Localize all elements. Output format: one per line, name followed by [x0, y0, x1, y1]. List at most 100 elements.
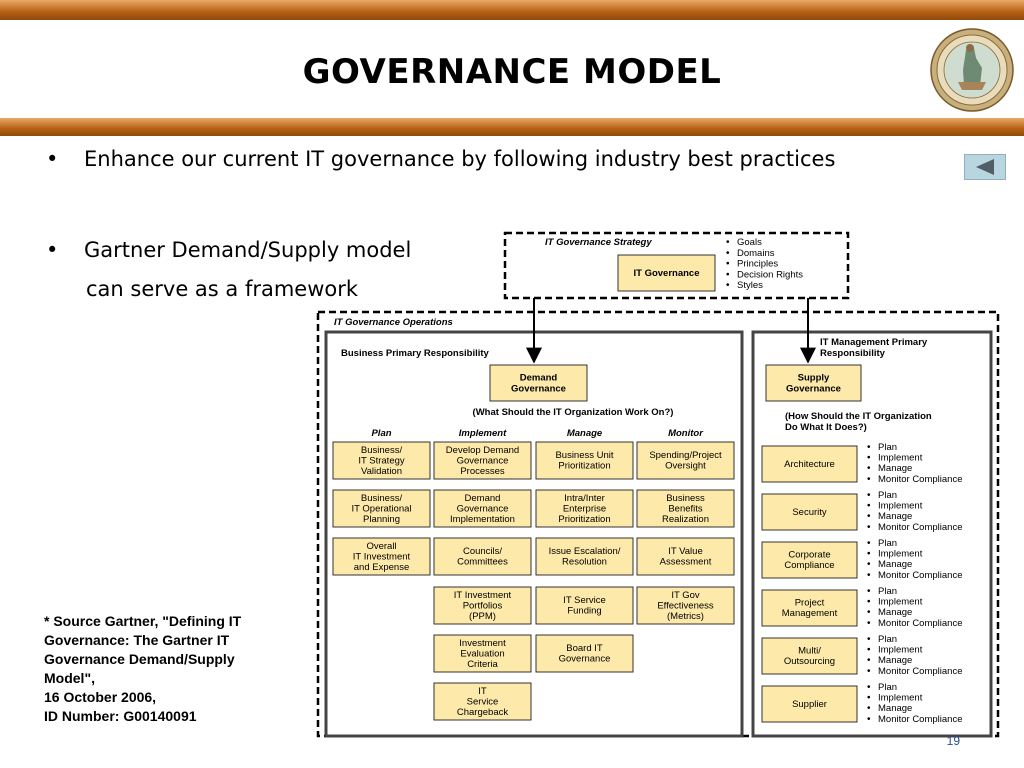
- activity-box-label: Business/: [361, 493, 403, 504]
- activity-box-label: Realization: [662, 514, 709, 525]
- domain-list-item: Implement: [878, 549, 923, 560]
- top-decor-bar: [0, 0, 1024, 20]
- domain-box-label: Outsourcing: [784, 656, 835, 667]
- domain-list-bullet: •: [867, 538, 871, 549]
- activity-box-label: Implementation: [450, 514, 515, 525]
- bullet-item: • Enhance our current IT governance by f…: [46, 144, 954, 174]
- domain-box: [761, 445, 858, 483]
- strategy-title: IT Governance Strategy: [545, 237, 652, 248]
- activity-box-label: IT Service: [563, 595, 606, 606]
- bullet-item: • Gartner Demand/Supply model: [46, 235, 544, 265]
- activity-box-label: IT Strategy: [358, 455, 405, 466]
- domain-list-item: Manage: [878, 655, 912, 666]
- domain-list-bullet: •: [867, 682, 871, 693]
- domain-box-label: Supplier: [792, 699, 827, 710]
- domain-box-label: Project: [795, 598, 825, 609]
- domain-box-label: Management: [782, 608, 838, 619]
- domain-box-label: Corporate: [788, 550, 830, 561]
- domain-box: [761, 637, 858, 675]
- activity-box-label: Assessment: [660, 557, 712, 568]
- domain-box: [761, 685, 858, 723]
- domain-box-label: Security: [792, 507, 827, 518]
- strategy-list-bullet: •: [726, 237, 730, 248]
- strategy-list-item: Goals: [737, 237, 762, 248]
- source-line: * Source Gartner, "Defining IT: [44, 613, 242, 629]
- domain-list-bullet: •: [867, 453, 871, 464]
- back-button[interactable]: [964, 154, 1006, 180]
- activity-box-label: Councils/: [463, 546, 502, 557]
- domain-list-bullet: •: [867, 586, 871, 597]
- domain-box-label: Multi/: [798, 646, 821, 657]
- domain-box-label: Compliance: [784, 560, 834, 571]
- activity-box: [535, 634, 634, 673]
- activity-box-label: Oversight: [665, 461, 706, 472]
- operations-title: IT Governance Operations: [334, 317, 453, 328]
- activity-box: [636, 537, 735, 576]
- activity-box-label: Chargeback: [457, 707, 508, 718]
- bullet-continuation: can serve as a framework: [86, 277, 359, 301]
- strategy-list-bullet: •: [726, 259, 730, 270]
- domain-list-bullet: •: [867, 655, 871, 666]
- domain-list-item: Plan: [878, 586, 897, 597]
- activity-box: [433, 682, 532, 721]
- activity-box-label: Benefits: [668, 503, 703, 514]
- domain-list-bullet: •: [867, 570, 871, 581]
- domain-box: [761, 541, 858, 579]
- domain-list-item: Implement: [878, 453, 923, 464]
- strategy-list-item: Styles: [737, 280, 763, 291]
- source-note: * Source Gartner, "Defining IT Governanc…: [44, 612, 314, 726]
- bullet-text: Gartner Demand/Supply model: [84, 238, 412, 262]
- activity-box-label: Investment: [459, 638, 506, 649]
- strategy-list-bullet: •: [726, 269, 730, 280]
- activity-box-label: IT Investment: [454, 590, 512, 601]
- it-governance-box-label: IT Governance: [634, 268, 700, 279]
- activity-box-label: IT Investment: [353, 551, 411, 562]
- domain-list-item: Manage: [878, 511, 912, 522]
- activity-box-label: Board IT: [566, 643, 603, 654]
- column-header: Plan: [371, 428, 391, 439]
- activity-box: [433, 634, 532, 673]
- domain-list-bullet: •: [867, 442, 871, 453]
- activity-box-label: Governance: [559, 654, 611, 665]
- activity-box-label: IT Gov: [671, 590, 700, 601]
- strategy-list-bullet: •: [726, 280, 730, 291]
- domain-list-item: Plan: [878, 538, 897, 549]
- activity-box-label: IT Operational: [351, 503, 411, 514]
- activity-box-label: Enterprise: [563, 503, 606, 514]
- activity-box-label: Demand: [465, 493, 501, 504]
- domain-list-bullet: •: [867, 463, 871, 474]
- activity-box-label: Prioritization: [558, 461, 610, 472]
- domain-list-item: Manage: [878, 607, 912, 618]
- activity-box-label: Effectiveness: [657, 600, 714, 611]
- header-decor-bar: [0, 118, 1024, 136]
- domain-list-bullet: •: [867, 511, 871, 522]
- source-line: Model",: [44, 670, 95, 686]
- strategy-list-item: Decision Rights: [737, 269, 803, 280]
- domain-list-item: Manage: [878, 463, 912, 474]
- column-header: Manage: [567, 428, 603, 439]
- activity-box: [332, 489, 431, 528]
- activity-box: [332, 441, 431, 480]
- domain-list-bullet: •: [867, 474, 871, 485]
- activity-box-label: Planning: [363, 514, 400, 525]
- page-number: 19: [946, 734, 960, 748]
- demand-governance-box-label: Demand: [520, 373, 558, 384]
- source-line: 16 October 2006,: [44, 689, 157, 705]
- source-line: ID Number: G00140091: [44, 708, 197, 724]
- domain-list-item: Monitor Compliance: [878, 618, 962, 629]
- strategy-list-bullet: •: [726, 248, 730, 259]
- activity-box: [433, 586, 532, 625]
- domain-list-bullet: •: [867, 549, 871, 560]
- domain-list-item: Plan: [878, 442, 897, 453]
- domain-list-bullet: •: [867, 714, 871, 725]
- supply-governance-box-label: Supply: [798, 373, 830, 384]
- activity-box-label: (PPM): [469, 611, 496, 622]
- domain-list-item: Implement: [878, 501, 923, 512]
- activity-box: [535, 586, 634, 625]
- activity-box-label: Service: [467, 696, 499, 707]
- bullet-dot: •: [46, 147, 59, 171]
- domain-list-item: Plan: [878, 634, 897, 645]
- activity-box-label: Issue Escalation/: [549, 546, 621, 557]
- domain-list-item: Monitor Compliance: [878, 714, 962, 725]
